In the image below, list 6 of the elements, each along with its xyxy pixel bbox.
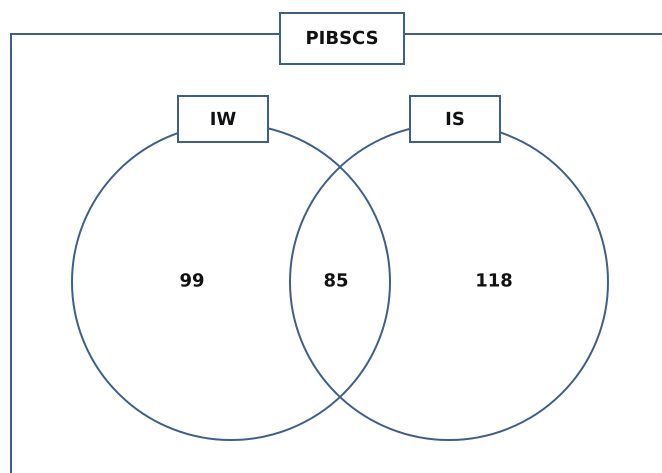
count-label: 85 <box>323 270 349 292</box>
count-label: 118 <box>475 270 513 292</box>
set-label: IS <box>409 95 501 143</box>
set-label: IW <box>177 95 269 143</box>
heading-label: PIBSCS <box>279 12 405 65</box>
count-label: 99 <box>179 270 205 292</box>
